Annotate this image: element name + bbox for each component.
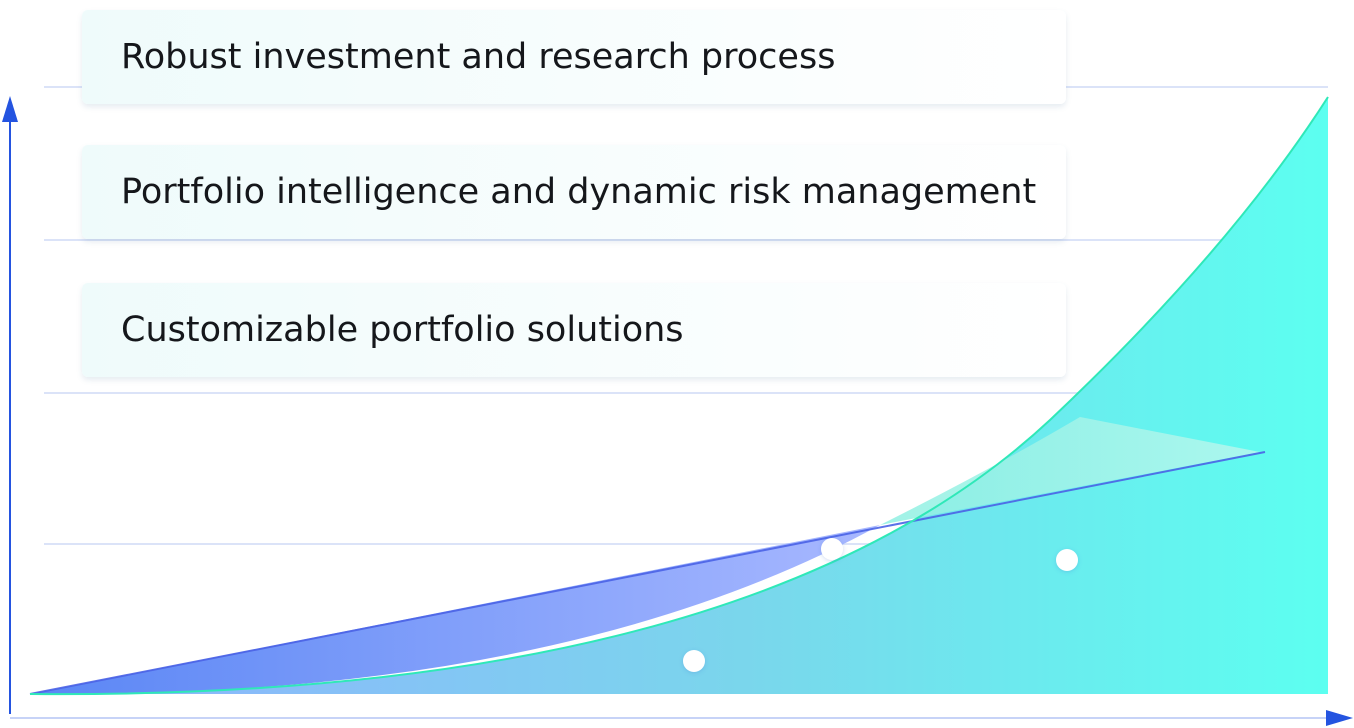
feature-card-label: Customizable portfolio solutions [121, 310, 684, 350]
growth-curve-area [30, 97, 1328, 695]
data-marker [821, 538, 843, 560]
data-marker [1056, 549, 1078, 571]
x-axis-arrow [1326, 710, 1353, 726]
feature-card-customizable-solutions: Customizable portfolio solutions [82, 283, 1066, 377]
data-marker [683, 650, 705, 672]
feature-card-label: Portfolio intelligence and dynamic risk … [121, 172, 1037, 212]
linear-trend-line [29, 451, 1266, 695]
y-axis-arrow [2, 96, 18, 122]
overtake-wedge [880, 417, 1260, 525]
feature-card-portfolio-intelligence: Portfolio intelligence and dynamic risk … [82, 145, 1066, 239]
feature-card-label: Robust investment and research process [121, 37, 836, 77]
feature-card-investment-research: Robust investment and research process [82, 10, 1066, 104]
growth-curve-line [29, 96, 1329, 696]
